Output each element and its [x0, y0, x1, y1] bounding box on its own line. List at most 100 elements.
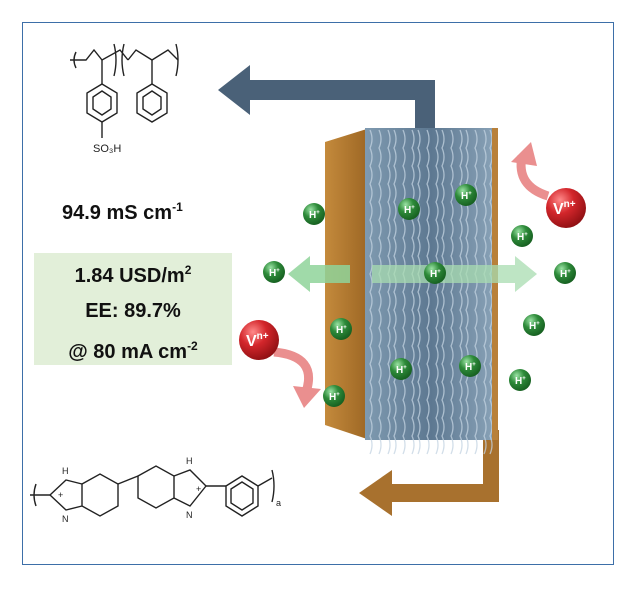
fiber-strand	[483, 129, 487, 455]
block-separator-1	[113, 43, 117, 77]
proton-ion: H+	[303, 203, 325, 225]
efficiency-line: EE: 89.7%	[85, 300, 181, 322]
conductivity-exponent: -1	[172, 200, 183, 214]
proton-sphere	[390, 358, 412, 380]
proton-conductivity: 94.9 mS cm-1	[62, 200, 183, 225]
phenylene-ring	[225, 475, 259, 517]
pbi-terminal-bond-2	[257, 477, 273, 487]
conductivity-value: 94.9 mS cm	[62, 202, 173, 224]
proton-ion: H+	[554, 262, 576, 284]
fiber-strand	[402, 129, 406, 455]
pbi-nh-label-2: H	[186, 456, 193, 466]
fiber-strand	[450, 129, 454, 455]
vanadium-arrow-top	[511, 142, 550, 201]
imidazole-ring-1	[49, 479, 83, 511]
proton-label: H+	[329, 392, 340, 403]
pbi-right-bracket	[271, 469, 275, 503]
proton-label: H+	[396, 365, 407, 376]
proton-sphere	[424, 262, 446, 284]
cost-exponent: 2	[184, 263, 192, 277]
proton-ion: H+	[263, 261, 285, 283]
proton-sphere	[455, 184, 477, 206]
metrics-box: 1.84 USD/m2 EE: 89.7% @ 80 mA cm-2	[34, 253, 232, 365]
fused-benzene-1	[81, 473, 119, 517]
cost-value: 1.84 USD/m	[74, 265, 185, 287]
proton-sphere	[303, 203, 325, 225]
backbone-chain-2	[127, 49, 179, 61]
proton-label: H+	[515, 376, 526, 387]
fiber-strand	[489, 129, 493, 455]
proton-sphere	[323, 385, 345, 407]
backbone-chain-1	[70, 48, 129, 61]
proton-label: H+	[430, 269, 441, 280]
membrane-fiber-core	[365, 128, 497, 440]
proton-ion: H+	[459, 355, 481, 377]
proton-sphere	[263, 261, 285, 283]
membrane	[325, 128, 498, 455]
membrane-front-face	[325, 128, 370, 440]
fiber-strand	[459, 129, 463, 455]
fiber-strand	[378, 129, 382, 455]
pbi-repeat-subscript: a	[276, 498, 281, 508]
proton-label: H+	[404, 205, 415, 216]
proton-sphere	[523, 314, 545, 336]
proton-ion: H+	[398, 198, 420, 220]
imidazole-ring-2	[173, 469, 207, 507]
proton-ion: H+	[523, 314, 545, 336]
proton-ion: H+	[323, 385, 345, 407]
pbi-nh-label-1: H	[62, 466, 69, 476]
phenylene-ring-inner	[230, 481, 254, 511]
sulfonated-polystyrene-structure	[70, 43, 179, 138]
proton-label: H+	[465, 362, 476, 373]
vanadium-ion: Vn+	[239, 320, 279, 360]
proton-arrow-left	[288, 256, 350, 292]
fiber-strand	[411, 129, 415, 455]
proton-label: H+	[461, 191, 472, 202]
proton-label: H+	[560, 269, 571, 280]
fiber-strand	[426, 129, 430, 455]
membrane-fibers	[369, 129, 493, 455]
cost-line: 1.84 USD/m2	[34, 253, 232, 294]
proton-sphere	[509, 369, 531, 391]
proton-label: H+	[269, 268, 280, 279]
fiber-strand	[417, 129, 421, 455]
benzene-ring-1-inner	[92, 90, 112, 116]
bottom-return-arrow	[359, 430, 499, 516]
pbi-n-label-1: N	[62, 514, 69, 524]
biphenyl-link	[117, 475, 139, 485]
top-return-arrow	[218, 65, 435, 150]
polybenzimidazole-structure	[30, 465, 275, 517]
vanadium-ion: Vn+	[546, 188, 586, 228]
benzene-ring-1	[86, 83, 118, 123]
benzene-ring-2-inner	[142, 90, 162, 116]
proton-label: H+	[529, 321, 540, 332]
block-separator-2	[121, 43, 125, 77]
proton-arrow-right	[372, 256, 537, 292]
proton-ion: H+	[511, 225, 533, 247]
proton-ion: H+	[424, 262, 446, 284]
fiber-strand	[435, 129, 439, 455]
fiber-strand	[441, 129, 445, 455]
benzene-ring-2	[136, 83, 168, 123]
proton-label: H+	[336, 325, 347, 336]
proton-ion: H+	[330, 318, 352, 340]
fused-benzene-2	[137, 465, 175, 509]
proton-label: H+	[309, 210, 320, 221]
ion-layer: H+ H+ H+ H+ H+ H+ H+ H+ H+ H+ H+ H+ H+ Vn+ Vn+	[239, 184, 586, 407]
vanadium-sphere	[239, 320, 279, 360]
current-density-value: @ 80 mA cm	[68, 341, 188, 363]
proton-sphere	[459, 355, 481, 377]
proton-sphere	[511, 225, 533, 247]
fiber-strand	[393, 129, 397, 455]
pbi-charge-1: +	[58, 490, 63, 500]
fiber-strand	[474, 129, 478, 455]
pbi-charge-2: +	[196, 484, 201, 494]
vanadium-arrow-bottom	[273, 347, 321, 408]
fiber-strand	[387, 129, 391, 455]
proton-sphere	[330, 318, 352, 340]
current-density-line: @ 80 mA cm-2	[34, 329, 232, 370]
sulfonic-acid-label: SO₃H	[93, 143, 121, 155]
proton-sphere	[398, 198, 420, 220]
proton-ion: H+	[390, 358, 412, 380]
right-bracket	[175, 43, 179, 77]
